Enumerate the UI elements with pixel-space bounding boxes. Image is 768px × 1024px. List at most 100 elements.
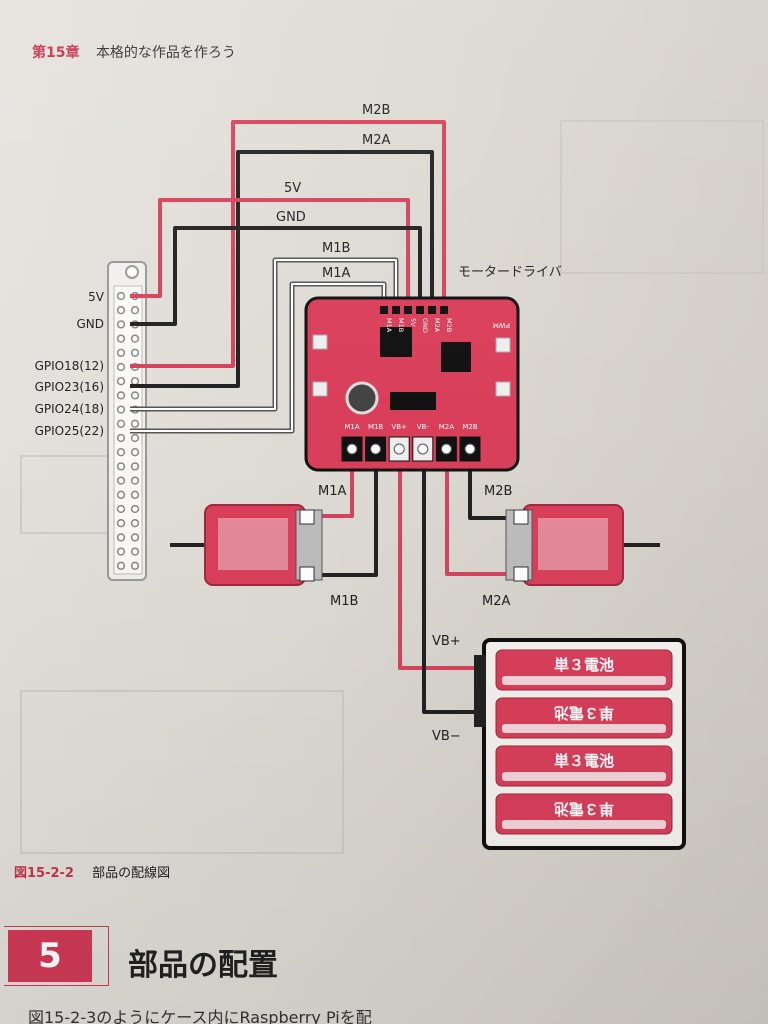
terminal-screw (464, 443, 476, 455)
bottom-pin-label: M2B (462, 423, 477, 431)
gpio-pin (130, 547, 140, 556)
driver-bottom-pins: M1A M1B VB+ VB- M2A M2B (341, 423, 481, 462)
gpio-pin (130, 504, 140, 514)
label-gpio24: GPIO24(18) (35, 402, 104, 416)
label-motor-right-bottom: M2A (482, 594, 510, 609)
label-wire-gnd: GND (276, 210, 306, 225)
terminal-screw (370, 443, 382, 455)
battery-cell-label: 単３電池 (554, 704, 614, 722)
label-gpio25: GPIO25(22) (35, 424, 104, 438)
label-wire-m1b: M1B (322, 241, 350, 256)
page-header: 第15章 本格的な作品を作ろう (32, 42, 236, 62)
label-gpio-5v: 5V (88, 290, 105, 304)
top-pin-label: M1A (385, 318, 393, 333)
gpio-pin (130, 391, 140, 400)
label-gpio18: GPIO18(12) (35, 359, 104, 373)
label-motor-left-top: M1A (318, 484, 346, 499)
gpio-pin (130, 348, 140, 357)
wire-vbplus (398, 455, 486, 670)
gpio-pin (116, 533, 126, 542)
gpio-pin (116, 306, 126, 315)
bottom-pin-label: M1A (344, 423, 359, 431)
battery-cell-label: 単３電池 (554, 752, 614, 770)
gpio-pin (130, 433, 140, 443)
top-pin-label: GND (421, 318, 429, 333)
gpio-pin (130, 533, 140, 542)
driver-chip-1 (380, 327, 412, 357)
battery-cell-label: 単３電池 (554, 656, 614, 674)
terminal-screw (440, 443, 452, 455)
gpio-pin (130, 462, 140, 471)
gpio-pin (116, 504, 126, 514)
driver-title: モータードライバ (458, 265, 562, 280)
top-pin-header (416, 306, 424, 314)
gpio-pin (130, 476, 140, 485)
gpio-pin (116, 547, 126, 556)
section-number: 5 (8, 930, 92, 982)
bottom-pin-label: M2A (439, 423, 454, 431)
wire-m2b (130, 120, 446, 368)
terminal-screw (346, 443, 358, 455)
wire-motor-m1a (312, 455, 354, 518)
gpio-pin (130, 490, 140, 499)
label-wire-m2a: M2A (362, 133, 390, 148)
label-wire-5v: 5V (284, 181, 301, 196)
label-motor-left-bottom: M1B (330, 594, 358, 609)
wire-motor-m2b (468, 455, 520, 520)
label-motor-right-top: M2B (484, 484, 512, 499)
top-pin-label: M1B (397, 318, 405, 332)
top-pin-label: M2A (433, 318, 441, 333)
gpio-pin (116, 391, 126, 400)
motor-right (505, 504, 660, 586)
gpio-pin (116, 448, 126, 457)
gpio-pin (116, 433, 126, 443)
figure-number: 図15-2-2 (14, 866, 74, 881)
chapter-number: 第15章 (32, 45, 80, 61)
bottom-pin-label: VB- (417, 423, 430, 431)
terminal-screw (417, 443, 429, 455)
terminal-screw (393, 443, 405, 455)
chapter-title: 本格的な作品を作ろう (95, 45, 236, 61)
gpio-pin (116, 362, 126, 372)
bottom-pin-label: M1B (368, 423, 383, 431)
gpio-pin (130, 419, 140, 428)
label-pwm: PWM (493, 321, 510, 329)
wire-motor-m1b (312, 455, 378, 577)
wire-m1b-core (130, 259, 397, 410)
top-pin-label: 5V (409, 318, 417, 327)
label-wire-m1a: M1A (322, 266, 350, 281)
gpio-pin (130, 519, 140, 528)
label-gpio23: GPIO23(16) (35, 380, 104, 394)
figure-caption-text: 部品の配線図 (92, 866, 171, 881)
gpio-pin (116, 405, 126, 414)
ghost-diagram-1 (20, 690, 344, 854)
gpio-pin (116, 519, 126, 528)
gpio-pin (130, 561, 140, 570)
figure-caption: 図15-2-2 部品の配線図 (14, 862, 170, 881)
wire-gnd (130, 226, 422, 326)
label-wire-m2b: M2B (362, 103, 390, 118)
gpio-pin (130, 377, 140, 386)
top-pin-header (440, 306, 448, 314)
bottom-pin-label: VB+ (391, 423, 407, 431)
wire-m1a-core (130, 283, 385, 432)
gpio-pin (116, 490, 126, 499)
gpio-header (107, 261, 147, 581)
wire-motor-m2a (445, 455, 520, 576)
gpio-pin (116, 334, 126, 343)
top-pin-header (404, 306, 412, 314)
gpio-pin (116, 462, 126, 471)
wires (130, 120, 520, 714)
body-text-line: 図15-2-3のようにケース内にRaspberry Piを配 (28, 1008, 372, 1024)
section-title: 部品の配置 (128, 948, 278, 983)
gpio-pin (116, 320, 126, 329)
gpio-pin (116, 561, 126, 570)
battery-cell-label: 単３電池 (554, 800, 614, 818)
gpio-pin (116, 476, 126, 485)
wire-m2a (130, 150, 434, 388)
wire-5v (130, 198, 410, 310)
